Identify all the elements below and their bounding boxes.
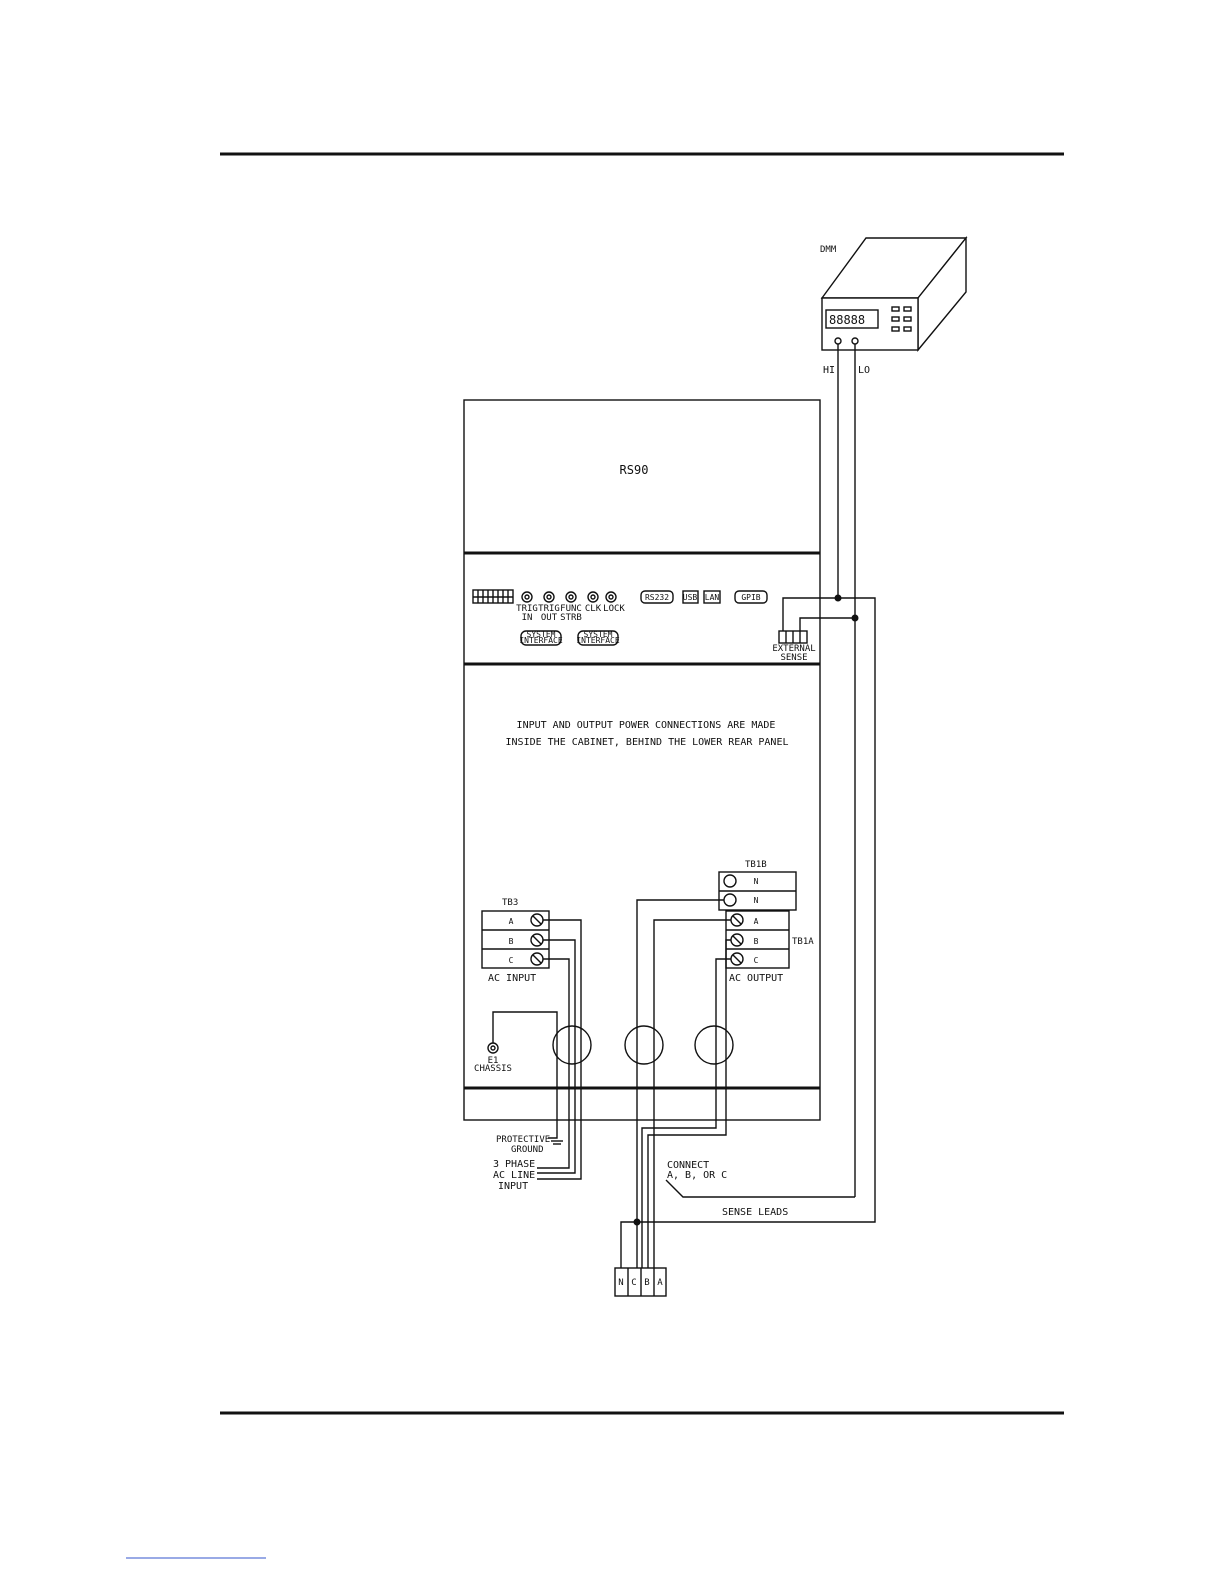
svg-text:RS232: RS232 (645, 593, 669, 602)
svg-text:USB: USB (683, 593, 698, 602)
ac-line-label-2: AC LINE (493, 1170, 535, 1181)
wiring (492, 344, 876, 1268)
junction-dot-hi (834, 594, 842, 602)
protective-ground-label-2: GROUND (511, 1145, 544, 1155)
dmm-digits: 88888 (829, 313, 865, 327)
clk-connector (587, 591, 599, 603)
tb3-terminal-a: A (509, 917, 514, 926)
gpib-port: GPIB (734, 590, 768, 604)
ac-line-label-1: 3 PHASE (493, 1159, 535, 1170)
dmm-meter: 88888 DMM (820, 236, 968, 352)
cable-entry-hole-1 (552, 1025, 592, 1065)
dip-switch (472, 589, 514, 604)
usb-port: USB (682, 590, 699, 604)
trig-out-label-2: OUT (541, 613, 558, 623)
dmm-lo-label: LO (858, 365, 870, 376)
tb1a-terminal-c: C (754, 956, 759, 965)
ac-input-label: AC INPUT (488, 973, 536, 984)
tb1b-terminal-n1: N (754, 877, 759, 886)
system-interface-port-2: SYSTEM INTERFACE (576, 630, 620, 646)
tb1a-label: TB1A (792, 937, 814, 947)
chassis-label-2: CHASSIS (474, 1064, 512, 1074)
trig-in-label-2: IN (522, 613, 533, 623)
tb1b-label: TB1B (745, 860, 767, 870)
rs232-port: RS232 (640, 590, 674, 604)
trig-out-label-1: TRIG (538, 604, 560, 614)
tb1a-terminal-a: A (754, 917, 759, 926)
trig-in-connector (521, 591, 533, 603)
junction-dot-lo (851, 614, 859, 622)
ac-line-label-3: INPUT (498, 1181, 528, 1192)
tb1b-terminal-block (718, 871, 797, 911)
connect-note-line-1: CONNECT (667, 1160, 709, 1171)
junction-dot-neutral (633, 1218, 641, 1226)
note-line-1: INPUT AND OUTPUT POWER CONNECTIONS ARE M… (517, 720, 776, 731)
lock-label: LOCK (603, 604, 625, 614)
load-terminal-b: B (644, 1278, 649, 1288)
connect-note-line-2: A, B, OR C (667, 1170, 727, 1181)
load-terminal-a: A (657, 1278, 663, 1288)
tb3-terminal-c: C (509, 956, 514, 965)
func-strb-label-2: STRB (560, 613, 582, 623)
dmm-label: DMM (820, 245, 837, 255)
tb1b-terminal-n2: N (754, 896, 759, 905)
tb3-terminal-b: B (509, 937, 514, 946)
external-sense-terminal (778, 630, 808, 644)
trig-out-connector (543, 591, 555, 603)
svg-text:GPIB: GPIB (741, 593, 760, 602)
load-terminal-c: C (631, 1278, 636, 1288)
svg-text:INTERFACE: INTERFACE (519, 636, 563, 645)
trig-in-label-1: TRIG (516, 604, 538, 614)
lan-port: LAN (703, 590, 721, 604)
func-strb-connector (565, 591, 577, 603)
clk-label: CLK (585, 604, 602, 614)
tb3-label: TB3 (502, 898, 518, 908)
system-interface-port-1: SYSTEM INTERFACE (519, 630, 563, 646)
svg-text:INTERFACE: INTERFACE (576, 636, 620, 645)
unit-model-label: RS90 (620, 463, 649, 477)
func-strb-label-1: FUNC (560, 604, 582, 614)
load-terminal-block (614, 1267, 667, 1297)
svg-text:LAN: LAN (705, 593, 720, 602)
cable-entry-hole-3 (694, 1025, 734, 1065)
load-terminal-n: N (618, 1278, 623, 1288)
dmm-buttons (891, 306, 912, 332)
lock-connector (605, 591, 617, 603)
ac-output-label: AC OUTPUT (729, 973, 783, 984)
tb3-terminal-block (481, 910, 550, 969)
svg-text:SYSTEM: SYSTEM (584, 630, 613, 639)
note-line-2: INSIDE THE CABINET, BEHIND THE LOWER REA… (506, 737, 789, 748)
rs90-cabinet (463, 399, 821, 1121)
external-sense-label-2: SENSE (780, 653, 807, 663)
cable-entry-hole-2 (624, 1025, 664, 1065)
external-sense-label-1: EXTERNAL (772, 644, 815, 654)
dmm-display (825, 309, 879, 329)
chassis-ground-stud (487, 1042, 499, 1054)
protective-ground-label-1: PROTECTIVE (496, 1135, 550, 1145)
svg-text:SYSTEM: SYSTEM (527, 630, 556, 639)
chassis-label-1: E1 (488, 1056, 499, 1066)
tb1a-terminal-b: B (754, 937, 759, 946)
dmm-hi-label: HI (823, 365, 835, 376)
sense-leads-label: SENSE LEADS (722, 1207, 788, 1218)
